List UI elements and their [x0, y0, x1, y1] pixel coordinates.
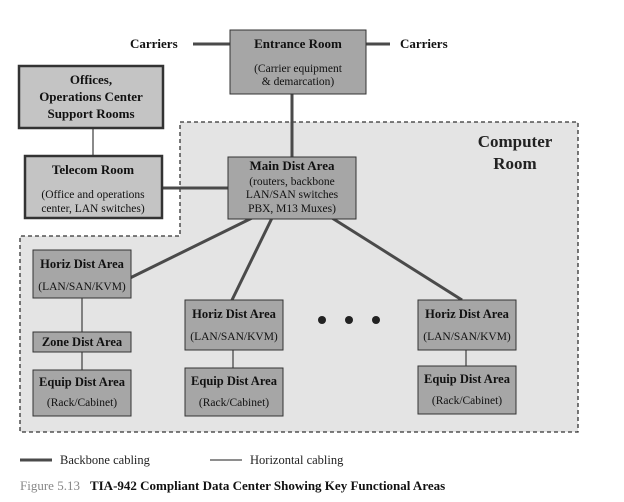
- zone-dist-area-box: Zone Dist Area: [32, 331, 132, 353]
- main-to-horiz2-link: [230, 217, 274, 301]
- offices-line2: Operations Center: [39, 89, 143, 104]
- main-dist-area-box: Main Dist Area (routers, backbone LAN/SA…: [227, 156, 357, 220]
- carriers-right-label: Carriers: [400, 36, 448, 51]
- equip-dist-area-title-2: Equip Dist Area: [191, 374, 278, 388]
- equip-dist-area-title-3: Equip Dist Area: [424, 372, 511, 386]
- horiz-dist-area-box-1: Horiz Dist Area (LAN/SAN/KVM): [32, 249, 132, 299]
- carriers-left-label: Carriers: [130, 36, 178, 51]
- horiz-dist-area-box-2: Horiz Dist Area (LAN/SAN/KVM): [184, 299, 284, 351]
- figure-caption: Figure 5.13 TIA-942 Compliant Data Center…: [20, 478, 620, 494]
- main-to-horiz3-link: [331, 216, 463, 302]
- horiz-dist-area-sub-1: (LAN/SAN/KVM): [38, 281, 126, 293]
- main-dist-area-title: Main Dist Area: [250, 158, 335, 173]
- entrance-room-box: Entrance Room (Carrier equipment & demar…: [229, 29, 367, 95]
- equip-dist-area-sub-2: (Rack/Cabinet): [199, 397, 269, 409]
- equip-dist-area-title-1: Equip Dist Area: [39, 375, 126, 389]
- telecom-room-line2: center, LAN switches): [41, 203, 144, 215]
- main-dist-area-line1: (routers, backbone: [249, 176, 335, 188]
- telecom-room-title: Telecom Room: [52, 162, 134, 177]
- horiz-dist-area-box-3: Horiz Dist Area (LAN/SAN/KVM): [417, 299, 517, 351]
- horizontal-cabling: [81, 128, 467, 370]
- horiz-dist-area-title-3: Horiz Dist Area: [425, 307, 510, 321]
- computer-room-label-line2: Room: [493, 154, 536, 173]
- legend-backbone-label: Backbone cabling: [60, 453, 151, 467]
- offices-box: Offices, Operations Center Support Rooms: [17, 64, 165, 130]
- zone-dist-area-title: Zone Dist Area: [42, 335, 123, 349]
- entrance-room-line2: & demarcation): [262, 76, 335, 88]
- backbone-cabling: [129, 42, 463, 302]
- horiz-dist-area-title-2: Horiz Dist Area: [192, 307, 277, 321]
- figure-title: TIA-942 Compliant Data Center Showing Ke…: [89, 478, 446, 493]
- horiz-dist-area-sub-3: (LAN/SAN/KVM): [423, 331, 511, 343]
- telecom-room-box: Telecom Room (Office and operations cent…: [23, 154, 164, 220]
- figure-number: Figure 5.13: [20, 478, 80, 493]
- computer-room-region: [19, 121, 579, 433]
- computer-room-label-line1: Computer: [478, 132, 553, 151]
- offices-line1: Offices,: [70, 72, 112, 87]
- legend: Backbone cabling Horizontal cabling: [20, 453, 344, 467]
- main-dist-area-line3: PBX, M13 Muxes): [248, 203, 336, 215]
- main-to-horiz1-link: [129, 216, 253, 280]
- legend-horizontal-label: Horizontal cabling: [250, 453, 344, 467]
- ellipsis-dots: [318, 316, 380, 324]
- horiz-dist-area-sub-2: (LAN/SAN/KVM): [190, 331, 278, 343]
- main-dist-area-line2: LAN/SAN switches: [246, 189, 339, 201]
- equip-dist-area-sub-1: (Rack/Cabinet): [47, 397, 117, 409]
- equip-dist-area-box-2: Equip Dist Area (Rack/Cabinet): [184, 367, 284, 417]
- entrance-room-title: Entrance Room: [254, 36, 342, 51]
- horiz-dist-area-title-1: Horiz Dist Area: [40, 257, 125, 271]
- equip-dist-area-sub-3: (Rack/Cabinet): [432, 395, 502, 407]
- equip-dist-area-box-3: Equip Dist Area (Rack/Cabinet): [417, 365, 517, 415]
- offices-line3: Support Rooms: [47, 106, 134, 121]
- entrance-room-line1: (Carrier equipment: [254, 63, 343, 75]
- telecom-room-line1: (Office and operations: [41, 189, 145, 201]
- equip-dist-area-box-1: Equip Dist Area (Rack/Cabinet): [32, 369, 132, 417]
